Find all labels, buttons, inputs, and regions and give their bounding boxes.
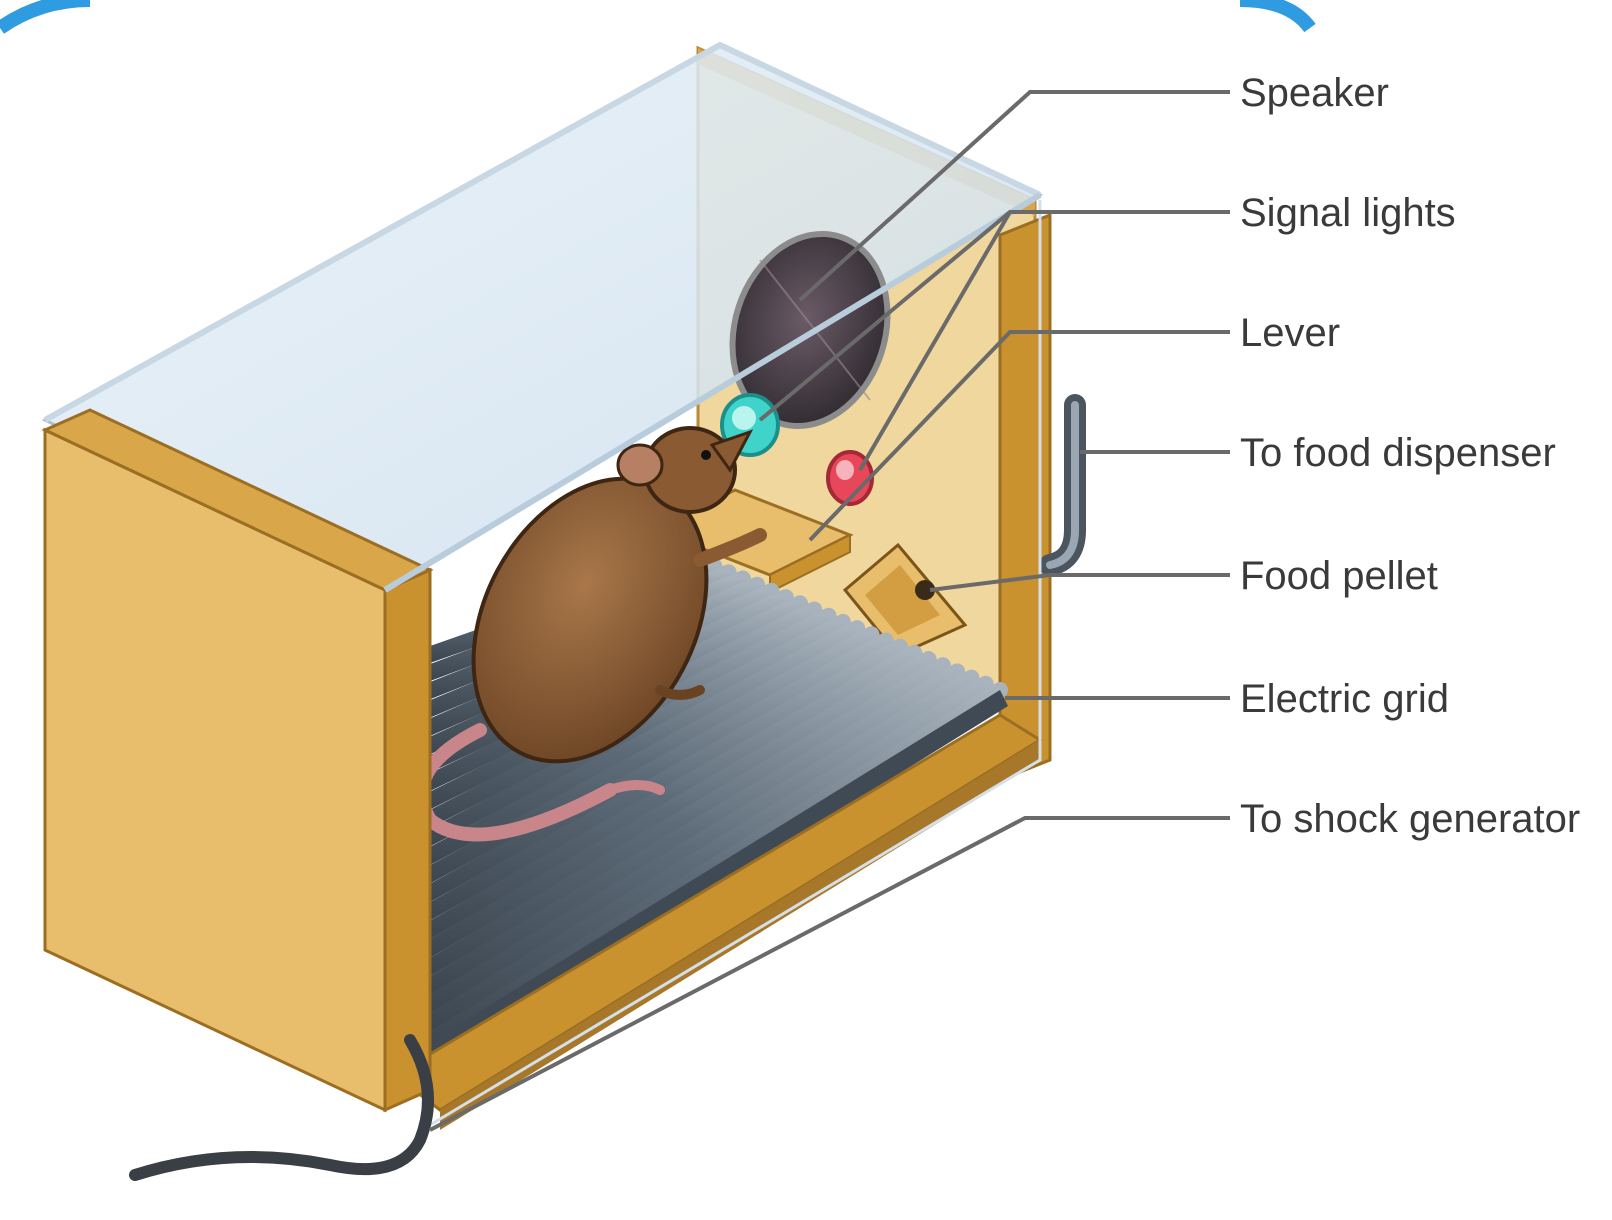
label-food-pellet: Food pellet (1240, 554, 1438, 598)
label-food-dispenser: To food dispenser (1240, 431, 1556, 475)
label-shock-generator: To shock generator (1240, 797, 1580, 841)
food-dispenser-tube (1050, 405, 1075, 565)
label-lever: Lever (1240, 311, 1340, 355)
label-speaker: Speaker (1240, 71, 1389, 115)
label-signal-lights: Signal lights (1240, 191, 1456, 235)
label-electric-grid: Electric grid (1240, 677, 1449, 721)
right-wall (1000, 215, 1050, 780)
top-edge-decoration (0, 0, 1310, 28)
labels: Speaker Signal lights Lever To food disp… (1240, 71, 1580, 841)
